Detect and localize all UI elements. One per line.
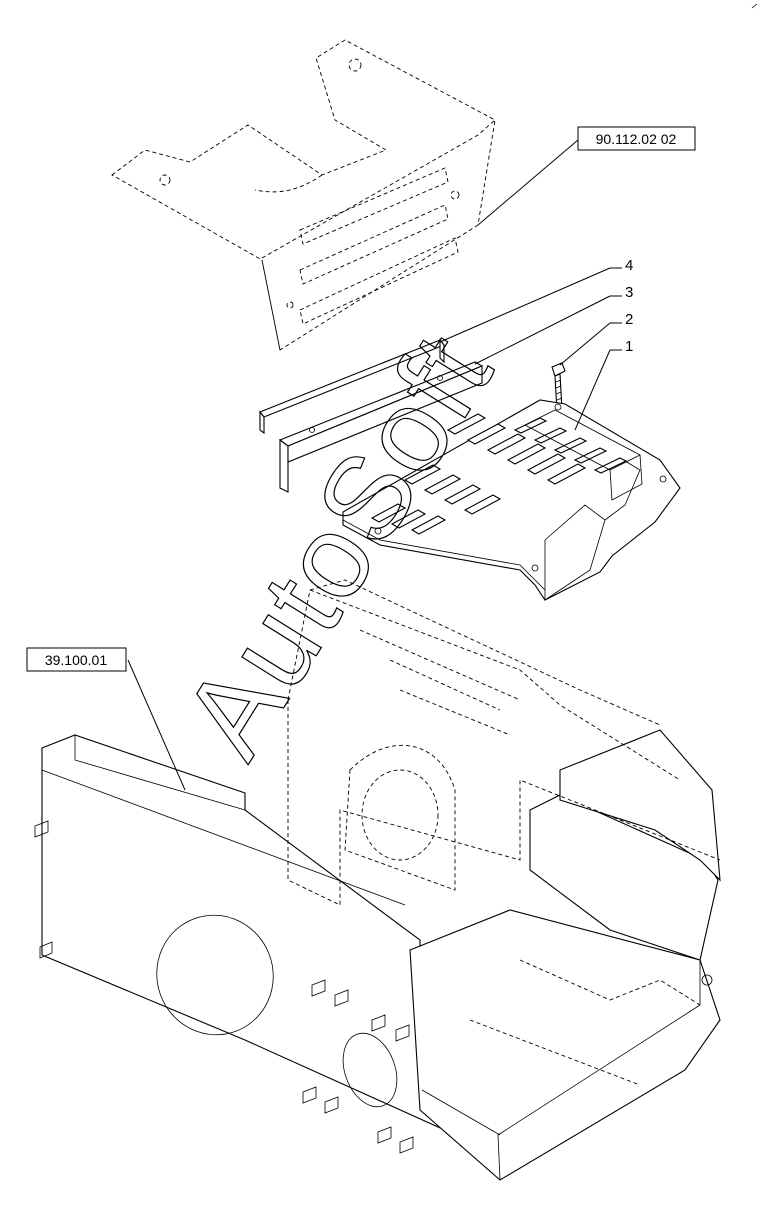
callout-3: 3 [625,284,633,301]
reference-box-left[interactable]: 39.100.01 [26,647,127,672]
callout-2: 2 [625,311,633,328]
switch-bank [370,409,643,535]
callout-4: 4 [625,257,633,274]
svg-text:2: 2 [625,311,633,328]
leader-lines [127,139,622,791]
strip-part-3 [278,361,484,493]
svg-text:3: 3 [625,284,633,301]
upper-bracket-panel [111,39,496,351]
console-panel-part-1 [342,399,681,601]
strip-part-4 [259,338,445,435]
svg-text:1: 1 [625,338,633,355]
frame-pins [34,820,414,1154]
svg-text:39.100.01: 39.100.01 [45,652,107,668]
svg-text:90.112.02 02: 90.112.02 02 [596,131,677,147]
svg-text:4: 4 [625,257,633,274]
corner-mark [751,3,758,9]
reference-box-top[interactable]: 90.112.02 02 [577,126,696,151]
callout-1: 1 [625,338,633,355]
main-frame-assembly [34,579,721,1181]
